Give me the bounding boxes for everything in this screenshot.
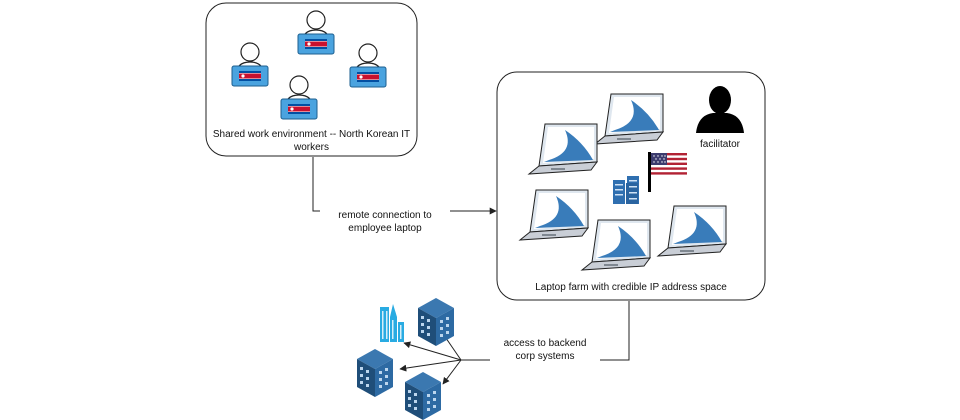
- building-icon: [418, 298, 454, 346]
- arrow-to-building: [399, 359, 462, 372]
- facilitator-icon: [696, 86, 744, 133]
- backend-access-line2: corp systems: [515, 351, 575, 362]
- server-rack-icon: [613, 176, 639, 204]
- backend-access-line1: access to backend: [503, 338, 587, 349]
- building-icon: [357, 349, 393, 397]
- remote-connection-line1: remote connection to: [338, 210, 432, 221]
- facilitator-label: facilitator: [699, 139, 740, 150]
- laptop-farm-caption: Laptop farm with credible IP address spa…: [535, 282, 727, 293]
- workers-caption-line2: workers: [293, 142, 329, 153]
- workers-box-caption: Shared work environment -- North Korean …: [208, 128, 415, 154]
- arrow-to-building: [442, 359, 462, 385]
- remote-connection-label: remote connection to employee laptop: [320, 209, 450, 235]
- skyscraper-icon: [380, 304, 404, 342]
- workers-group-box: [205, 2, 418, 157]
- us-flag-icon: [648, 152, 687, 192]
- building-icon: [405, 372, 441, 420]
- remote-connection-line2: employee laptop: [348, 223, 422, 234]
- workers-caption-line1: Shared work environment -- North Korean …: [212, 129, 411, 140]
- arrow-to-building: [403, 341, 462, 361]
- connector-remote-access: [312, 157, 497, 215]
- backend-access-label: access to backend corp systems: [490, 337, 600, 363]
